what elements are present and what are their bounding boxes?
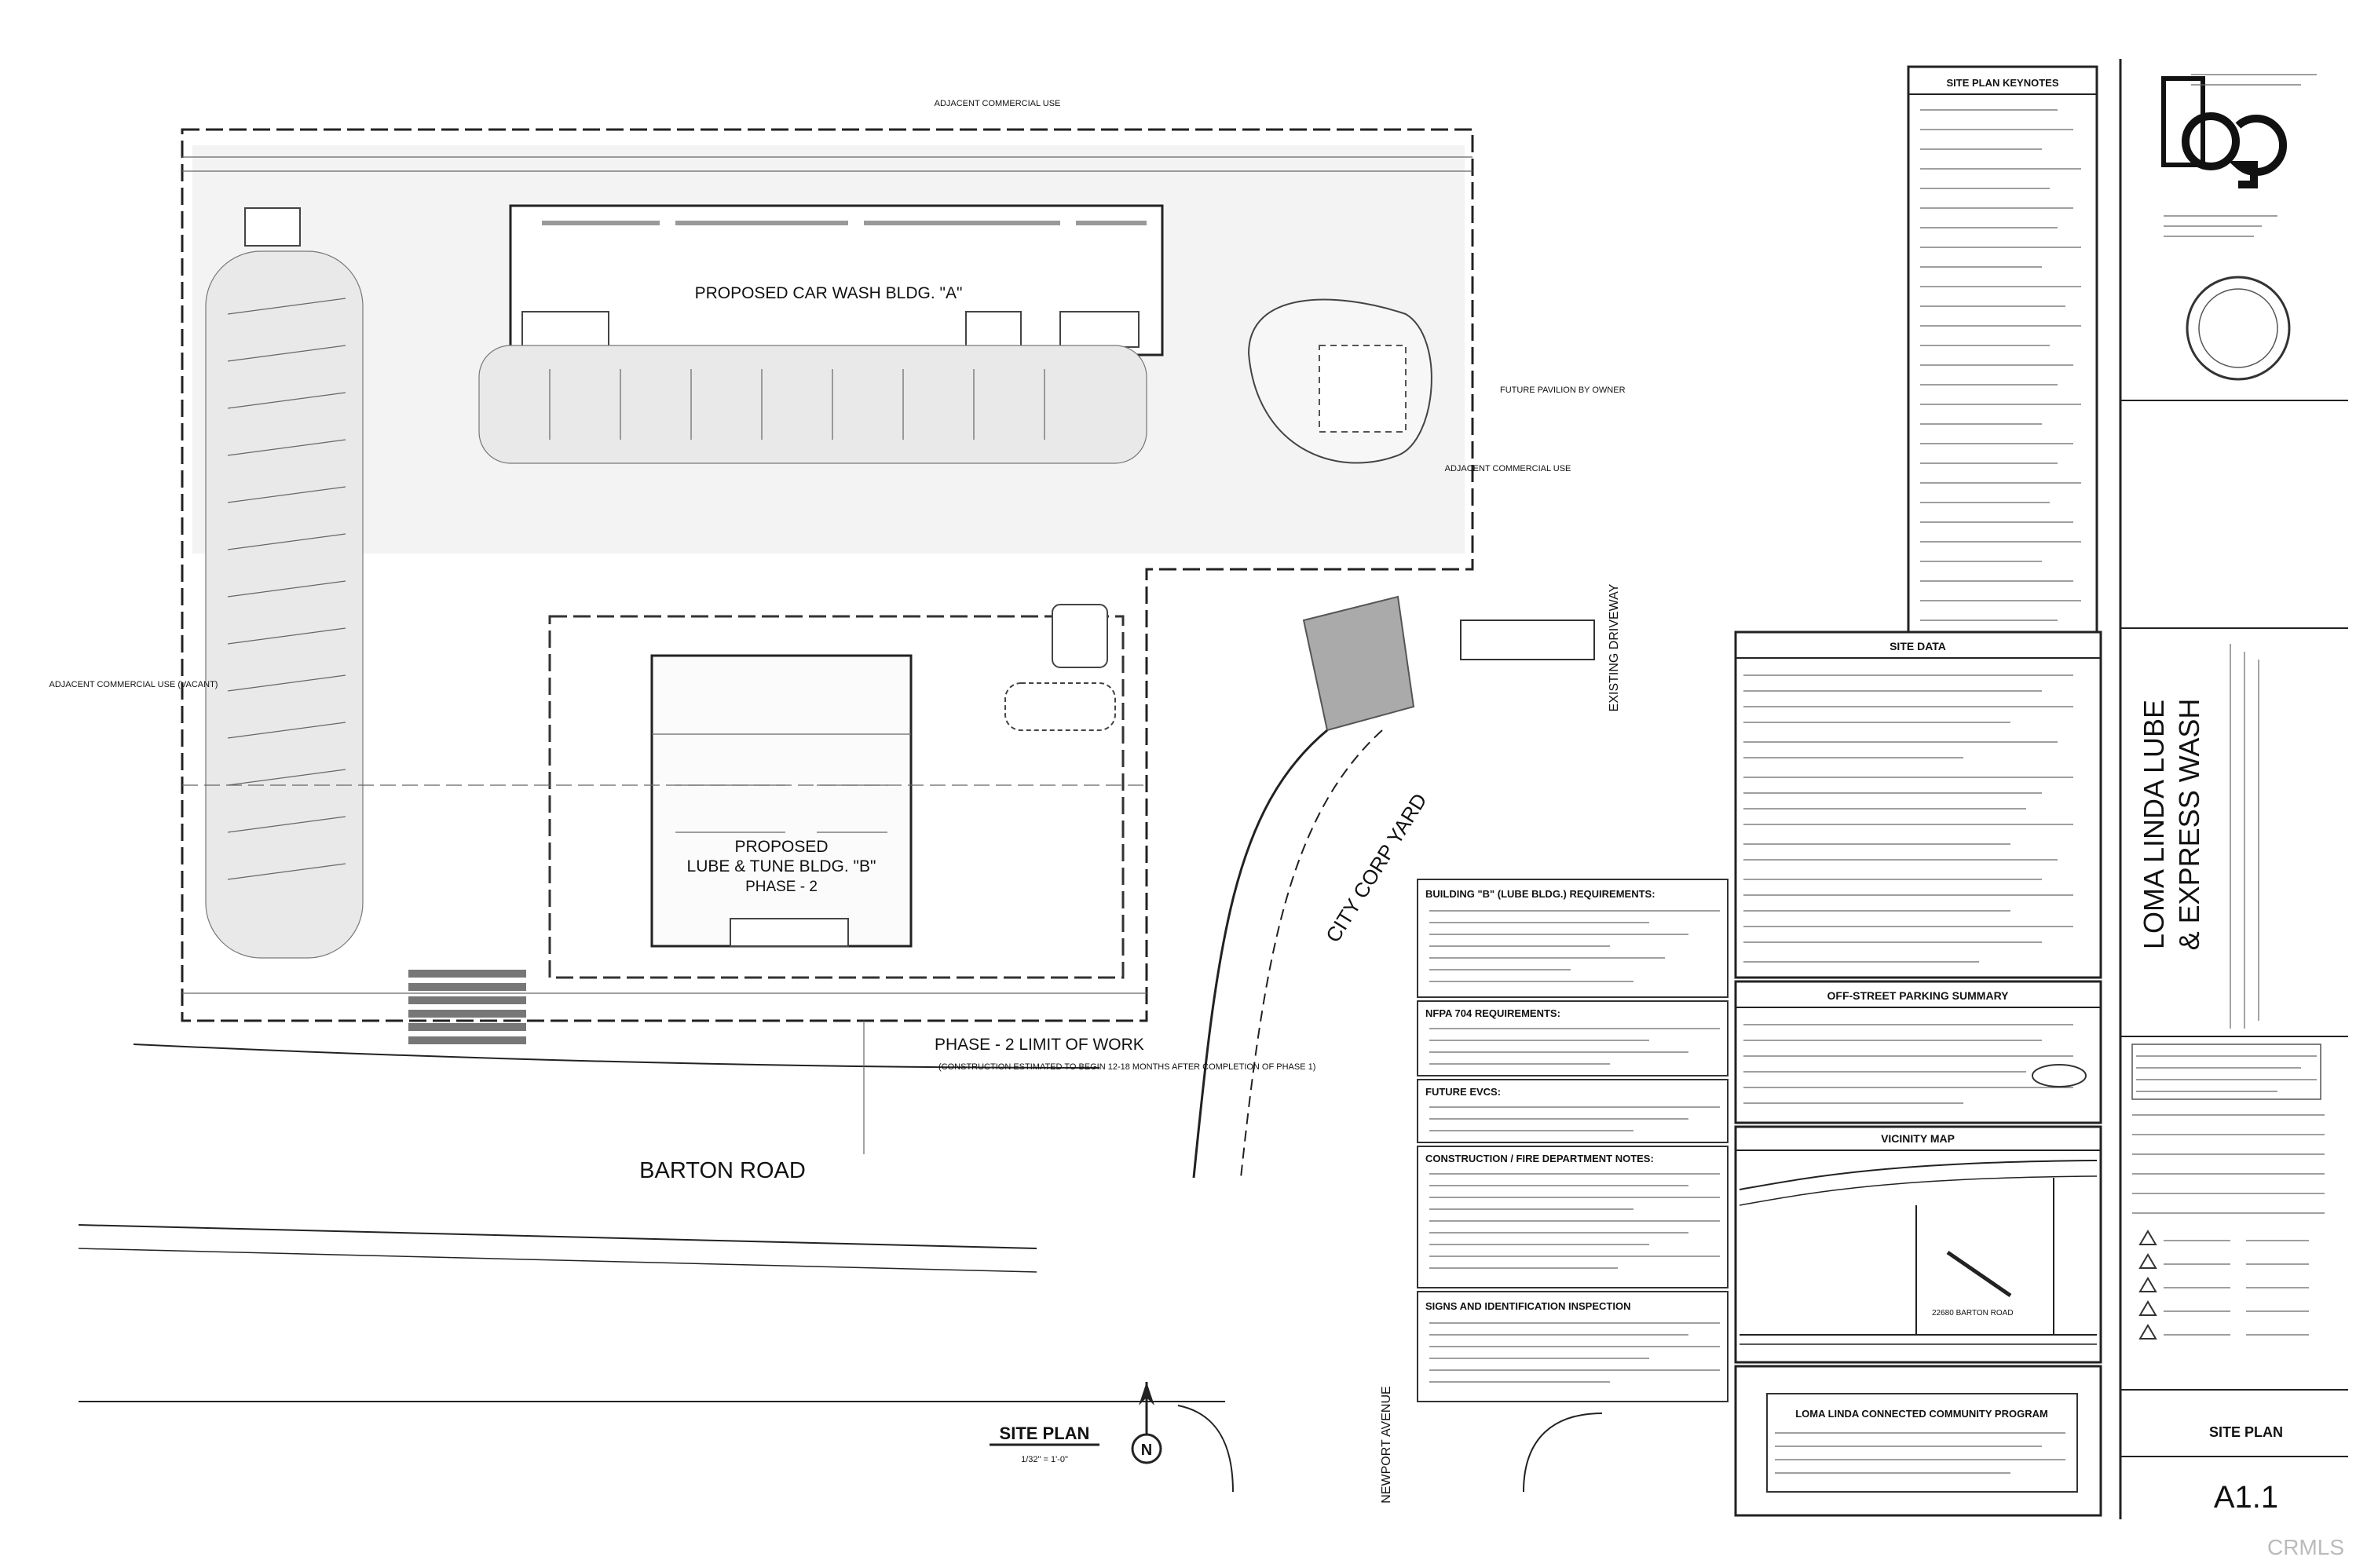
site-plan-drawing <box>78 128 1603 1493</box>
property-boundary <box>181 128 1474 1022</box>
label-building-b-2: LUBE & TUNE BLDG. "B" <box>687 857 876 875</box>
north-label: N <box>1141 1442 1152 1459</box>
vicinity-title: VICINITY MAP <box>1881 1132 1955 1145</box>
label-adjacent-right: ADJACENT COMMERCIAL USE <box>1445 464 1571 473</box>
sheet-title: SITE PLAN <box>2209 1424 2283 1440</box>
vicinity-site-label: 22680 BARTON ROAD <box>1932 1309 2014 1318</box>
label-phase-note: (CONSTRUCTION ESTIMATED TO BEGIN 12-18 M… <box>938 1062 1315 1072</box>
connected-community-panel: LOMA LINDA CONNECTED COMMUNITY PROGRAM <box>1734 1365 2102 1517</box>
crosswalk <box>408 970 526 1044</box>
parking-row-left <box>205 250 364 959</box>
title-block: LOMA LINDA LUBE & EXPRESS WASH SITE PLAN… <box>2119 59 2348 1519</box>
label-newport-avenue: NEWPORT AVENUE <box>1380 1386 1393 1503</box>
parking-title: OFF-STREET PARKING SUMMARY <box>1827 989 2010 1002</box>
label-future-pavilion: FUTURE PAVILION BY OWNER <box>1500 386 1626 395</box>
sheet-number: A1.1 <box>2214 1480 2278 1515</box>
notes-future-evcs: FUTURE EVCS: <box>1425 1086 1501 1098</box>
watermark: CRMLS <box>2267 1535 2344 1559</box>
firm-logo <box>2161 74 2317 237</box>
project-name-line2: & EXPRESS WASH <box>2173 699 2205 951</box>
car-wash-building-a <box>509 204 1164 356</box>
vacuum-stalls <box>478 345 1147 464</box>
connected-program-title: LOMA LINDA CONNECTED COMMUNITY PROGRAM <box>1795 1408 2048 1420</box>
general-notes: BUILDING "B" (LUBE BLDG.) REQUIREMENTS: … <box>1417 879 1729 1402</box>
notes-signs-inspection: SIGNS AND IDENTIFICATION INSPECTION <box>1425 1300 1630 1312</box>
keynotes-title: SITE PLAN KEYNOTES <box>1946 77 2058 89</box>
label-building-b-1: PROPOSED <box>734 838 828 856</box>
north-arrow-icon <box>1131 1433 1162 1464</box>
parking-summary-panel: OFF-STREET PARKING SUMMARY <box>1734 980 2102 1124</box>
notes-building-b: BUILDING "B" (LUBE BLDG.) REQUIREMENTS: <box>1425 888 1655 900</box>
label-building-a: PROPOSED CAR WASH BLDG. "A" <box>695 284 963 302</box>
label-adjacent-left: ADJACENT COMMERCIAL USE (VACANT) <box>49 680 218 689</box>
label-adjacent-top: ADJACENT COMMERCIAL USE <box>935 99 1061 108</box>
site-plan-scale: 1/32" = 1'-0" <box>1021 1455 1068 1464</box>
site-plan-title-block: SITE PLAN 1/32" = 1'-0" N <box>990 1382 1162 1464</box>
label-building-b-3: PHASE - 2 <box>745 879 818 895</box>
revision-deltas <box>2138 1230 2157 1340</box>
vicinity-map-panel: VICINITY MAP 22680 BARTON ROAD <box>1734 1125 2102 1364</box>
label-phase-limit: PHASE - 2 LIMIT OF WORK <box>935 1036 1144 1054</box>
site-plan-title: SITE PLAN <box>1000 1424 1090 1443</box>
project-name-line1: LOMA LINDA LUBE <box>2138 700 2170 949</box>
site-data-title: SITE DATA <box>1890 640 1946 652</box>
driveway-entry <box>1302 595 1415 732</box>
notes-nfpa: NFPA 704 REQUIREMENTS: <box>1425 1007 1560 1019</box>
notes-construction-fire: CONSTRUCTION / FIRE DEPARTMENT NOTES: <box>1425 1153 1654 1164</box>
site-data-panel: SITE DATA <box>1734 630 2102 979</box>
label-existing-driveway: EXISTING DRIVEWAY <box>1608 583 1621 711</box>
label-barton-road: BARTON ROAD <box>639 1158 806 1183</box>
keynotes-panel: SITE PLAN KEYNOTES <box>1907 65 2098 634</box>
architect-stamp <box>2186 276 2291 381</box>
